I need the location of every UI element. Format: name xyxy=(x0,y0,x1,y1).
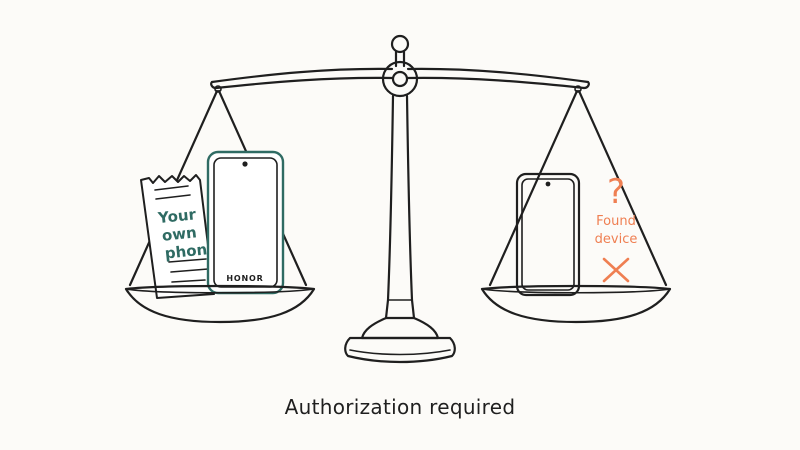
base-upper xyxy=(360,316,440,340)
left-pan-rim xyxy=(125,288,315,294)
pillar xyxy=(384,94,416,320)
finial-knob xyxy=(390,34,410,54)
pivot-hub-outer xyxy=(381,60,419,98)
caption-text: Authorization required xyxy=(285,395,516,419)
found-phone-camera-icon xyxy=(545,181,551,187)
cross-mark-text: ✕ xyxy=(616,274,617,276)
receipt-line-2: own xyxy=(161,223,198,245)
phone-brand-label: HONOR xyxy=(226,274,263,283)
base-plate xyxy=(344,336,456,364)
receipt-line-3: phone xyxy=(164,239,218,262)
scale-beam xyxy=(210,60,590,98)
found-phone xyxy=(515,172,581,297)
right-pan-group: ? Found device ✕ xyxy=(480,89,672,324)
receipt: Your own phone xyxy=(140,174,218,299)
finial-neck xyxy=(394,50,406,68)
found-label-line-1: Found xyxy=(596,214,636,229)
right-pan-chains xyxy=(488,89,668,287)
receipt-top-lines xyxy=(154,185,191,200)
left-hook xyxy=(214,85,222,93)
owned-phone: HONOR xyxy=(206,150,285,295)
base-rim xyxy=(349,349,451,356)
right-hook xyxy=(574,85,582,93)
found-label-line-2: device xyxy=(595,232,638,247)
beam-bottom xyxy=(214,76,586,90)
right-pan-rim xyxy=(481,288,671,294)
beam-top xyxy=(210,67,590,84)
receipt-line-1: Your xyxy=(156,205,197,227)
receipt-bottom-lines xyxy=(168,258,209,283)
scale-stand xyxy=(344,34,456,364)
pivot-hub-inner xyxy=(391,70,409,88)
right-pan-bowl xyxy=(480,284,672,324)
front-camera-icon xyxy=(242,161,248,167)
left-pan-group: Your own phone HONOR xyxy=(124,89,316,324)
left-pan-bowl xyxy=(124,284,316,324)
cross-mark-icon xyxy=(602,257,630,283)
question-mark-icon: ? xyxy=(607,172,625,212)
